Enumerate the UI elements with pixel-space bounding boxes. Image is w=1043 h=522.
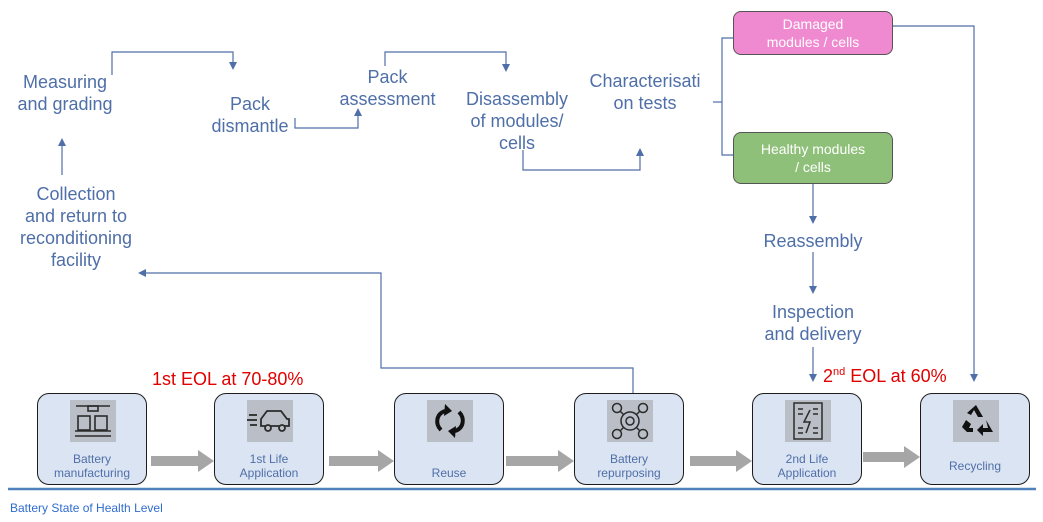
stage-recycling: Recycling [920, 393, 1030, 485]
stage-battery-repurposing: Battery repurposing [574, 393, 684, 485]
car-icon [247, 400, 293, 442]
battery-storage-icon [785, 400, 831, 442]
network-icon [607, 400, 653, 442]
stage-label: Reuse [431, 466, 467, 480]
step-reassembly: Reassembly [763, 231, 863, 251]
stage-reuse: Reuse [394, 393, 504, 485]
step-characterisation-tests: Characterisati on tests [589, 71, 701, 113]
first-eol-label: 1st EOL at 70-80% [152, 369, 304, 389]
step-pack-dismantle: Pack dismantle [211, 94, 289, 136]
step-disassembly: Disassembly of modules/ cells [465, 89, 569, 153]
recycle-icon [953, 400, 999, 442]
stage-battery-manufacturing: Battery manufacturing [37, 393, 147, 485]
stage-label: 1st Life Application [239, 452, 299, 480]
stage-label: 2nd Life Application [777, 452, 837, 480]
footer-caption: Battery State of Health Level [10, 501, 163, 515]
second-eol-number: 2 [823, 366, 834, 386]
step-pack-assessment: Pack assessment [339, 67, 436, 109]
stage-label: Battery repurposing [597, 452, 661, 480]
stage-label: Recycling [948, 459, 1002, 473]
step-inspection-delivery: Inspection and delivery [764, 302, 862, 344]
second-eol-text: EOL at 60% [845, 366, 947, 386]
step-measuring-grading: Measuring and grading [17, 72, 113, 114]
healthy-modules-box: Healthy modules / cells [733, 132, 893, 184]
factory-icon [70, 400, 116, 442]
stage-second-life-application: 2nd Life Application [752, 393, 862, 485]
damaged-modules-box: Damaged modules / cells [733, 11, 893, 55]
refresh-icon [427, 400, 473, 442]
stage-label: Battery manufacturing [53, 452, 131, 480]
stage-first-life-application: 1st Life Application [214, 393, 324, 485]
second-eol-suffix: nd [833, 366, 846, 378]
step-collection-return: Collection and return to reconditioning … [19, 184, 133, 270]
second-eol-label: 2nd EOL at 60% [823, 365, 947, 387]
